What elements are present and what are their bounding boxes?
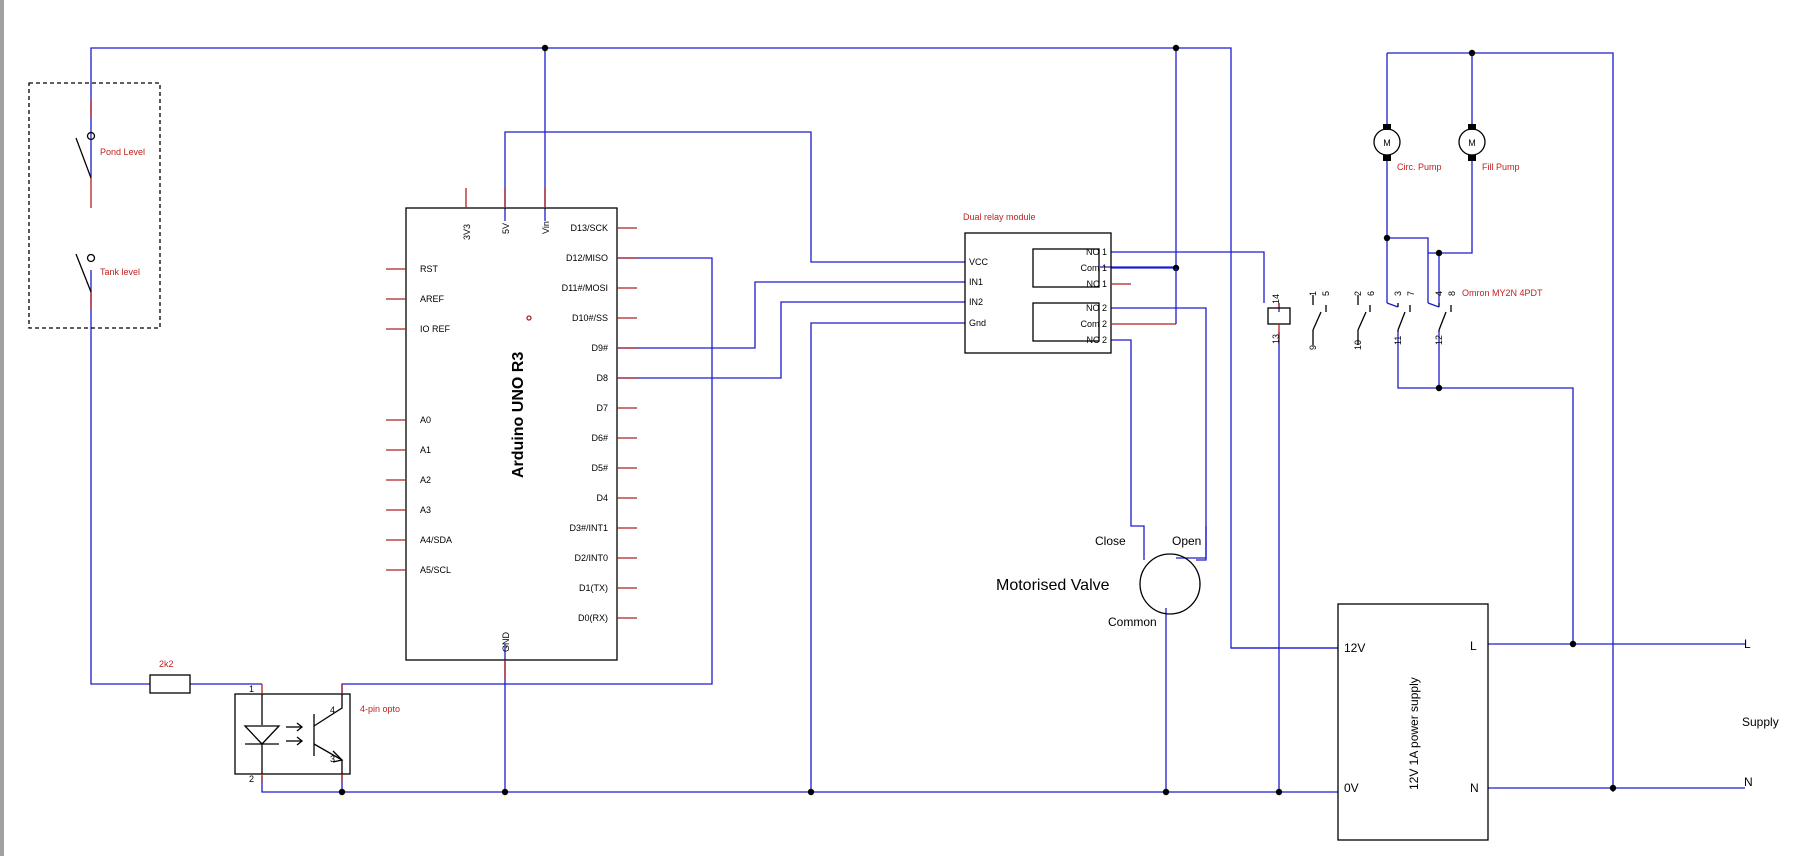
psu-n-label: N bbox=[1470, 781, 1479, 795]
supply-n-label: N bbox=[1744, 775, 1753, 789]
relay-module-title: Dual relay module bbox=[963, 212, 1036, 222]
pin-d11: D11#/MOSI bbox=[562, 283, 608, 293]
relay-in-in2: IN2 bbox=[969, 297, 983, 307]
power-supply: 12V 0V L N 12V 1A power supply bbox=[1337, 603, 1489, 841]
omron-pin-10: 10 bbox=[1353, 340, 1363, 350]
pin-d8: D8 bbox=[596, 373, 608, 383]
omron-pin-2: 2 bbox=[1353, 291, 1363, 296]
motorised-valve: Close Open Common Motorised Valve bbox=[996, 525, 1207, 629]
relay-out-com1: Com 1 bbox=[1080, 263, 1107, 273]
omron-relay: 14 13 1 5 2 6 3 7 4 8 bbox=[1267, 288, 1543, 350]
omron-coil-13: 13 bbox=[1271, 334, 1281, 344]
arduino-left-pins: RST AREF IO REF A0 A1 A2 A3 A4/SDA A5/SC… bbox=[386, 264, 452, 575]
fill-pump-label: Fill Pump bbox=[1482, 162, 1520, 172]
psu-l-label: L bbox=[1470, 639, 1477, 653]
pin-d6: D6# bbox=[591, 433, 608, 443]
omron-pin-6: 6 bbox=[1366, 291, 1376, 296]
omron-contacts bbox=[1312, 295, 1452, 345]
dual-relay-module: Dual relay module VCC IN1 IN2 Gnd NO 1 C… bbox=[963, 212, 1177, 354]
omron-pin-1: 1 bbox=[1308, 291, 1318, 296]
omron-pin-3: 3 bbox=[1393, 291, 1403, 296]
relay-in-in1: IN1 bbox=[969, 277, 983, 287]
pin-d1: D1(TX) bbox=[579, 583, 608, 593]
relay-out-com2: Com 2 bbox=[1080, 319, 1107, 329]
valve-open-label: Open bbox=[1172, 534, 1201, 548]
pin-gnd: GND bbox=[501, 632, 511, 653]
fill-pump: M Fill Pump bbox=[1458, 124, 1520, 172]
pin-d5: D5# bbox=[591, 463, 608, 473]
pin-a5: A5/SCL bbox=[420, 565, 451, 575]
pin-a1: A1 bbox=[420, 445, 431, 455]
pin-a3: A3 bbox=[420, 505, 431, 515]
arduino-right-pins: D13/SCK D12/MISO D11#/MOSI D10#/SS D9# D… bbox=[562, 223, 637, 623]
relay-out-no2: NO 2 bbox=[1086, 303, 1107, 313]
psu-12v-label: 12V bbox=[1344, 641, 1365, 655]
level-switch-box: Pond Level Tank level bbox=[28, 82, 161, 329]
resistor-2k2: 2k2 bbox=[149, 659, 191, 694]
opto-pin-1: 1 bbox=[249, 684, 254, 694]
supply-label: Supply bbox=[1742, 715, 1779, 729]
opto-pin-4: 4 bbox=[330, 705, 335, 715]
omron-label: Omron MY2N 4PDT bbox=[1462, 288, 1543, 298]
opto-coupler: 1 2 3 4 4-pin opto bbox=[234, 684, 400, 784]
omron-pin-7: 7 bbox=[1406, 291, 1416, 296]
fill-pump-motor-symbol: M bbox=[1468, 138, 1476, 148]
psu-0v-label: 0V bbox=[1344, 781, 1359, 795]
pin-d4: D4 bbox=[596, 493, 608, 503]
window-frame-edge bbox=[0, 0, 4, 856]
valve-title: Motorised Valve bbox=[996, 577, 1110, 594]
omron-pin-4: 4 bbox=[1434, 291, 1444, 296]
pin-5v: 5V bbox=[501, 223, 511, 234]
omron-pin-8: 8 bbox=[1447, 291, 1457, 296]
psu-title: 12V 1A power supply bbox=[1407, 677, 1421, 790]
opto-label: 4-pin opto bbox=[360, 704, 400, 714]
pin-d0: D0(RX) bbox=[578, 613, 608, 623]
pin-a0: A0 bbox=[420, 415, 431, 425]
omron-pin-11: 11 bbox=[1393, 336, 1403, 345]
valve-common-label: Common bbox=[1108, 615, 1157, 629]
omron-coil-14: 14 bbox=[1271, 294, 1281, 304]
pin-d2: D2/INT0 bbox=[574, 553, 608, 563]
relay-out-no1: NO 1 bbox=[1086, 247, 1107, 257]
pin-d9: D9# bbox=[591, 343, 608, 353]
arduino-title: Arduino UNO R3 bbox=[510, 352, 527, 478]
wires bbox=[90, 47, 1745, 793]
pin-a4: A4/SDA bbox=[420, 535, 452, 545]
relay-in-vcc: VCC bbox=[969, 257, 989, 267]
resistor-label: 2k2 bbox=[159, 659, 174, 669]
relay-out-nc2: NC 2 bbox=[1086, 335, 1107, 345]
pin-d10: D10#/SS bbox=[572, 313, 608, 323]
pin-d12: D12/MISO bbox=[566, 253, 608, 263]
valve-close-label: Close bbox=[1095, 534, 1126, 548]
arduino-uno: Arduino UNO R3 3V3 5V Vin GND RST AREF I… bbox=[386, 188, 637, 680]
relay-out-nc1: NC 1 bbox=[1086, 279, 1107, 289]
pin-a2: A2 bbox=[420, 475, 431, 485]
pin-d13: D13/SCK bbox=[570, 223, 608, 233]
circ-pump-label: Circ. Pump bbox=[1397, 162, 1442, 172]
omron-pin-5: 5 bbox=[1321, 291, 1331, 296]
omron-pin-9: 9 bbox=[1308, 345, 1318, 350]
pin-3v3: 3V3 bbox=[462, 224, 472, 240]
pond-level-label: Pond Level bbox=[100, 147, 145, 157]
pin-aref: AREF bbox=[420, 294, 445, 304]
opto-pin-2: 2 bbox=[249, 774, 254, 784]
relay-in-gnd: Gnd bbox=[969, 318, 986, 328]
tank-level-label: Tank level bbox=[100, 267, 140, 277]
pin-ioref: IO REF bbox=[420, 324, 451, 334]
circ-pump-motor-symbol: M bbox=[1383, 138, 1391, 148]
pin-vin: Vin bbox=[541, 221, 551, 234]
supply-l-label: L bbox=[1744, 637, 1751, 651]
pin-d7: D7 bbox=[596, 403, 608, 413]
opto-pin-3: 3 bbox=[330, 754, 335, 764]
junction-dots bbox=[338, 44, 1617, 796]
circ-pump: M Circ. Pump bbox=[1373, 124, 1442, 172]
pin-d3: D3#/INT1 bbox=[569, 523, 608, 533]
omron-pin-12: 12 bbox=[1434, 335, 1444, 345]
mains-supply: L Supply N bbox=[1742, 637, 1779, 789]
pin-rst: RST bbox=[420, 264, 439, 274]
